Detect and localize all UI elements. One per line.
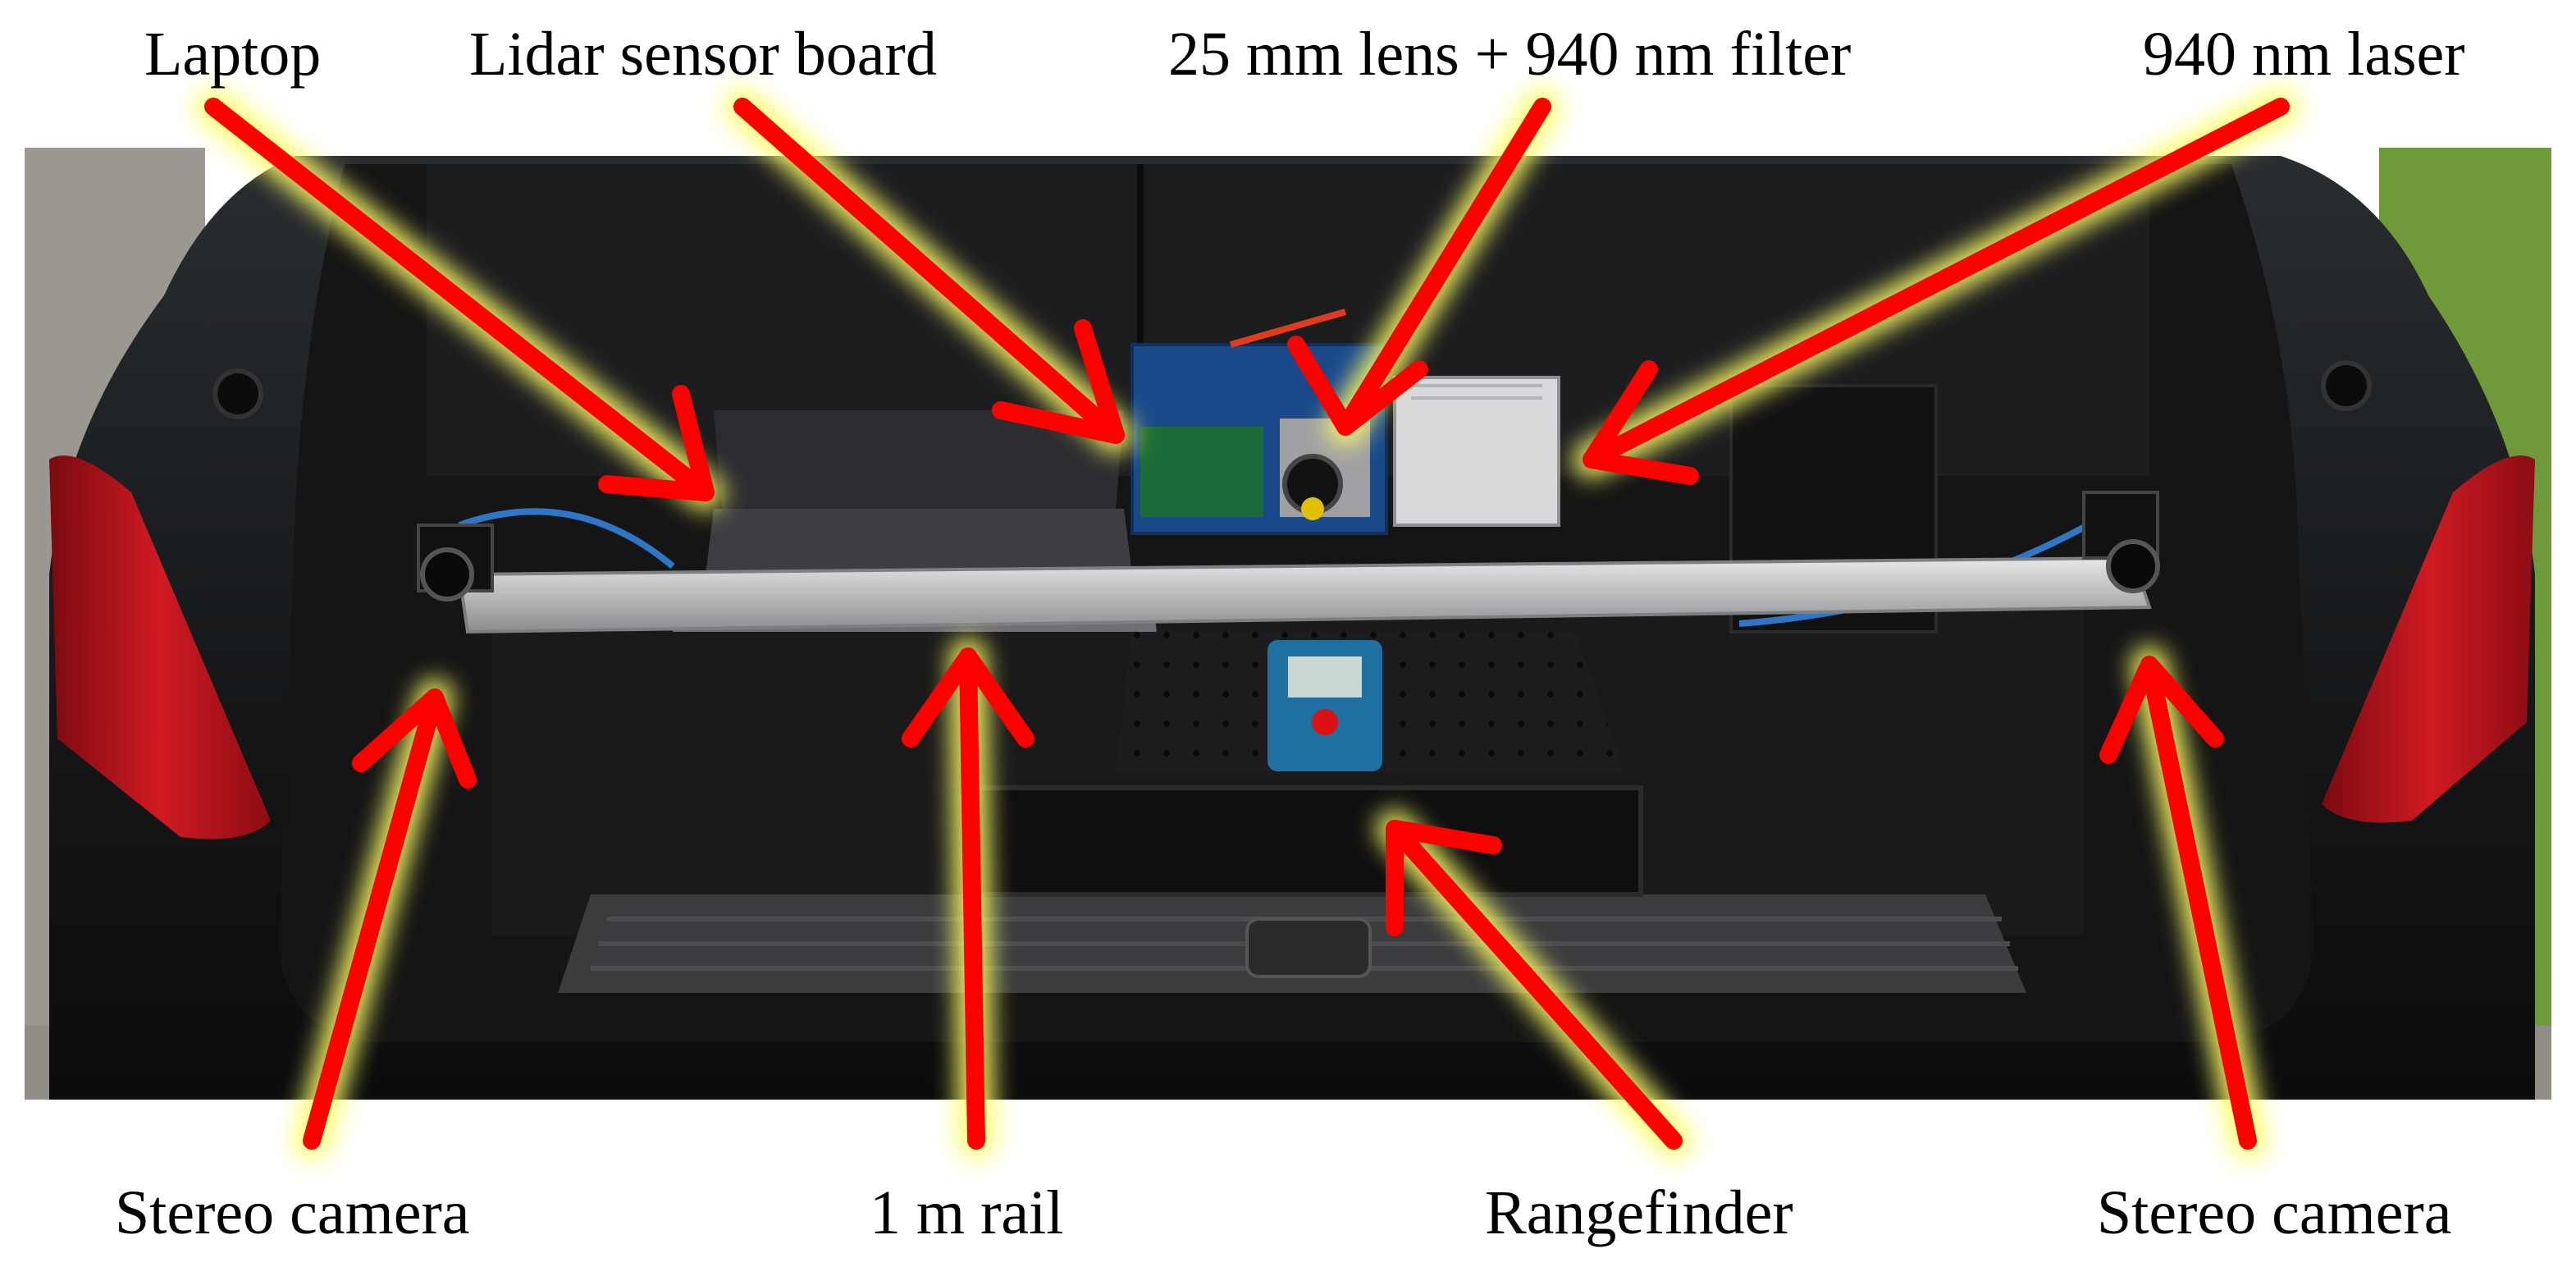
arrow-lens-filter [1287,98,1551,436]
latch [1245,917,1372,978]
cable-left [458,508,675,569]
arrow-rail [902,647,1035,1150]
arrow-rangefinder [1386,820,1683,1150]
taillight-right [2322,455,2535,823]
label-rail: 1 m rail [870,1178,1064,1247]
laptop-keyboard [706,509,1132,574]
stereo-camera-right [2082,491,2160,593]
rf-cable [1229,309,1347,348]
label-laser: 940 nm laser [2143,20,2465,89]
rangefinder-button [1312,709,1338,735]
rail [457,556,2152,634]
equipment-stand [966,785,1643,897]
hinge-right [2321,360,2372,411]
arrow-stereo-camera-left [303,688,477,1150]
lens-filter [1301,497,1324,520]
label-laptop: Laptop [144,20,322,89]
laptop-screen [714,410,1124,509]
lidar-subboard [1140,427,1263,517]
photo [25,148,2551,1100]
rangefinder-display [1288,656,1362,698]
label-lidar-sensor-board: Lidar sensor board [469,20,937,89]
hinge-left [212,368,263,419]
arrow-lidar-board [733,98,1125,444]
arrow-laptop [204,98,715,501]
arrows [194,88,2300,1160]
stereo-camera-left [417,524,494,601]
laser-module [1393,376,1560,527]
arrow-laser [1583,98,2290,485]
label-stereo-camera-left: Stereo camera [115,1178,470,1247]
label-stereo-camera-right: Stereo camera [2097,1178,2452,1247]
taillight-left [49,455,271,839]
label-rangefinder: Rangefinder [1485,1178,1793,1247]
arrow-stereo-camera-right [2099,656,2257,1150]
label-lens-filter: 25 mm lens + 940 nm filter [1168,20,1852,89]
laser-fins [1411,384,1542,400]
